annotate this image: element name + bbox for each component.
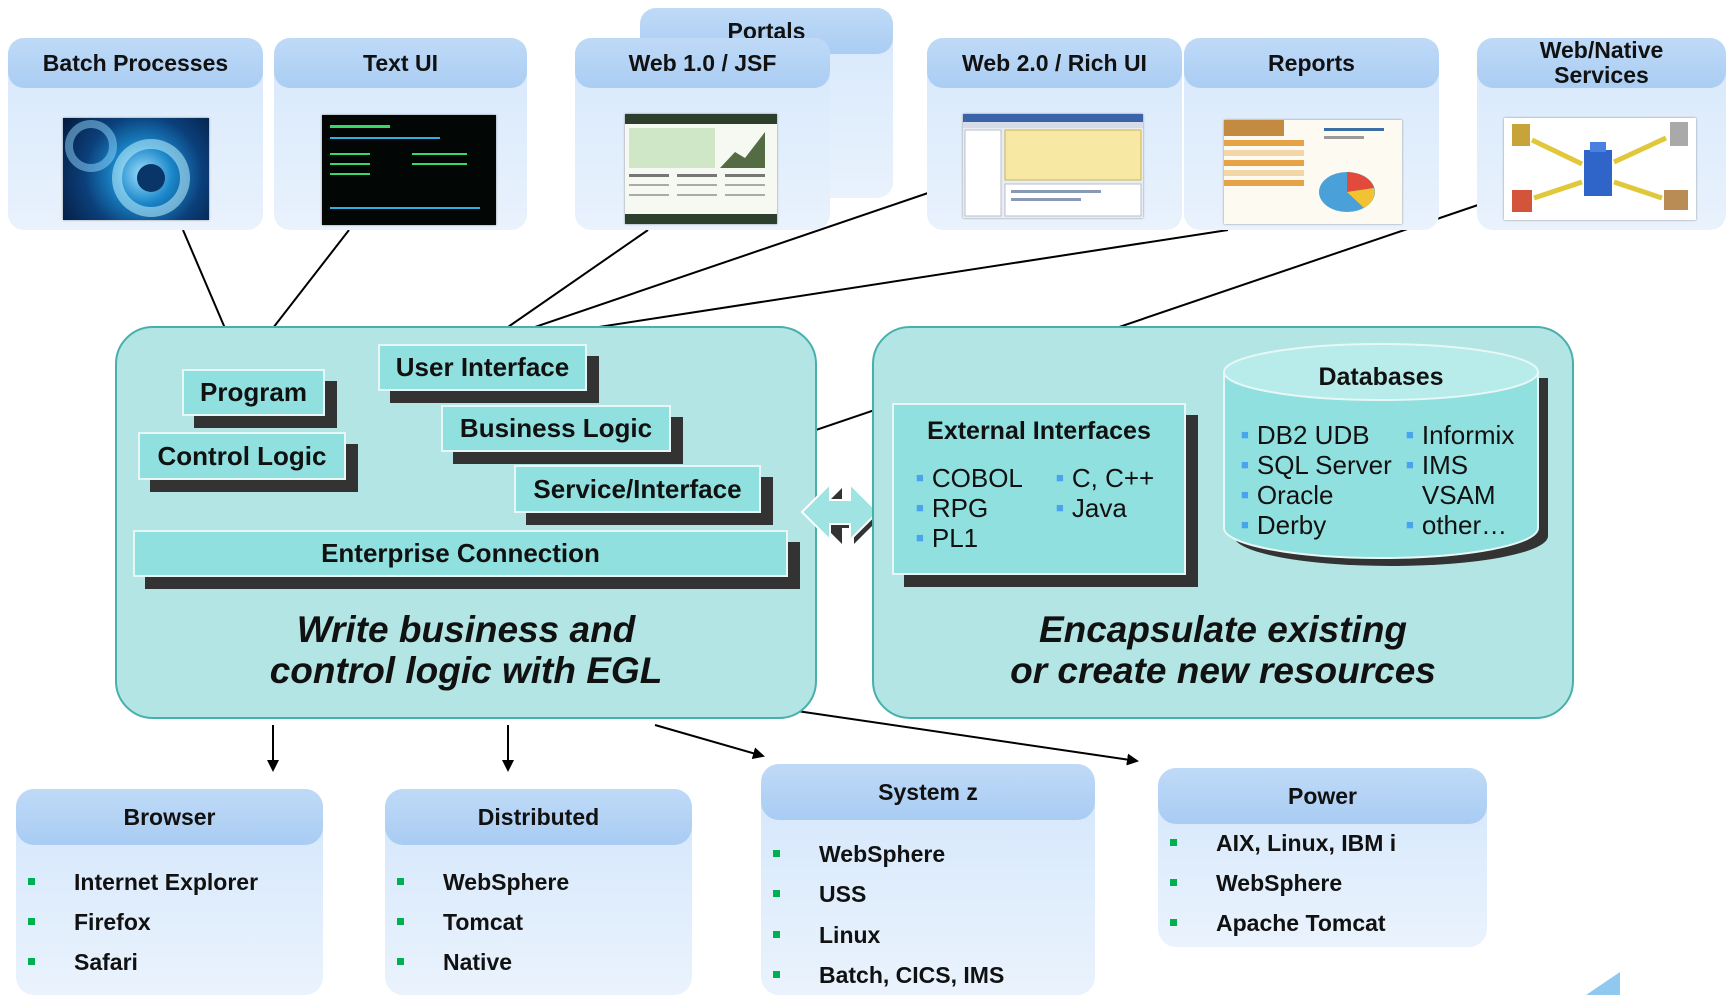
ext-item: ■PL1 bbox=[916, 523, 979, 553]
card-title: Web/Native Services bbox=[1477, 38, 1726, 88]
target-title: Power bbox=[1158, 768, 1487, 824]
card-web-native-services: Web/Native Services bbox=[1477, 38, 1726, 230]
target-title: Browser bbox=[16, 789, 323, 845]
corner-decoration bbox=[1586, 972, 1620, 995]
db-item: ■Oracle bbox=[1241, 480, 1334, 510]
rich-ui-screenshot bbox=[963, 114, 1143, 218]
resources-slogan: Encapsulate existing or create new resou… bbox=[1010, 609, 1436, 691]
card-title: Text UI bbox=[274, 38, 527, 88]
card-title: Web 2.0 / Rich UI bbox=[927, 38, 1182, 88]
services-network-image bbox=[1504, 118, 1696, 220]
target-title: Distributed bbox=[385, 789, 692, 845]
ext-item: ■C, C++ bbox=[1056, 463, 1155, 493]
gears-image bbox=[63, 118, 209, 220]
card-reports: Reports bbox=[1184, 38, 1439, 230]
block-control-logic: Control Logic bbox=[138, 432, 358, 492]
card-text-ui: Text UI bbox=[274, 38, 527, 230]
ext-item: ■RPG bbox=[916, 493, 989, 523]
systemz-arrow bbox=[654, 724, 765, 760]
terminal-screenshot bbox=[322, 115, 496, 225]
web1-to-ui-line bbox=[481, 229, 649, 346]
db-item: ■SQL Server bbox=[1241, 450, 1392, 480]
card-batch-processes: Batch Processes bbox=[8, 38, 263, 230]
block-program: Program bbox=[182, 369, 337, 428]
db-item: ■DB2 UDB bbox=[1241, 420, 1370, 450]
target-browser: Browser Internet Explorer Firefox Safari bbox=[16, 789, 323, 995]
card-title: Web 1.0 / JSF bbox=[575, 38, 830, 88]
egl-slogan: Write business and control logic with EG… bbox=[269, 609, 663, 691]
card-web1-jsf: Web 1.0 / JSF bbox=[575, 38, 830, 230]
block-user-interface: User Interface bbox=[378, 344, 599, 403]
ext-item: ■Java bbox=[1056, 493, 1127, 523]
db-item: ■other… bbox=[1406, 510, 1508, 540]
db-item: ■Informix bbox=[1406, 420, 1515, 450]
report-screenshot bbox=[1224, 120, 1402, 224]
db-item: ■Derby bbox=[1241, 510, 1327, 540]
block-business-logic: Business Logic bbox=[441, 405, 683, 464]
power-arrow bbox=[796, 710, 1139, 766]
web2-to-ui-line bbox=[481, 192, 929, 346]
card-title: Reports bbox=[1184, 38, 1439, 88]
database-cylinder bbox=[1223, 343, 1548, 566]
block-service-interface: Service/Interface bbox=[514, 465, 773, 525]
target-distributed: Distributed WebSphere Tomcat Native bbox=[385, 789, 692, 995]
ext-item: ■COBOL bbox=[916, 463, 1023, 493]
db-item: ■VSAM bbox=[1421, 480, 1496, 510]
target-system-z: System z WebSphere USS Linux Batch, CICS… bbox=[761, 764, 1095, 995]
target-power: Power AIX, Linux, IBM i WebSphere Apache… bbox=[1158, 768, 1487, 947]
target-title: System z bbox=[761, 764, 1095, 820]
web-page-screenshot bbox=[625, 114, 777, 224]
block-enterprise-connection: Enterprise Connection bbox=[133, 530, 800, 589]
db-item: ■IMS bbox=[1406, 450, 1469, 480]
card-web2-rich-ui: Web 2.0 / Rich UI bbox=[927, 38, 1182, 230]
bidirectional-arrow-icon bbox=[800, 481, 882, 544]
external-interfaces-title: External Interfaces bbox=[927, 417, 1151, 445]
databases-title: Databases bbox=[1318, 363, 1444, 391]
reports-to-ui-line bbox=[481, 229, 1229, 346]
card-title: Batch Processes bbox=[8, 38, 263, 88]
external-interfaces-box: External Interfaces ■COBOL ■RPG ■PL1 ■C,… bbox=[892, 403, 1198, 587]
